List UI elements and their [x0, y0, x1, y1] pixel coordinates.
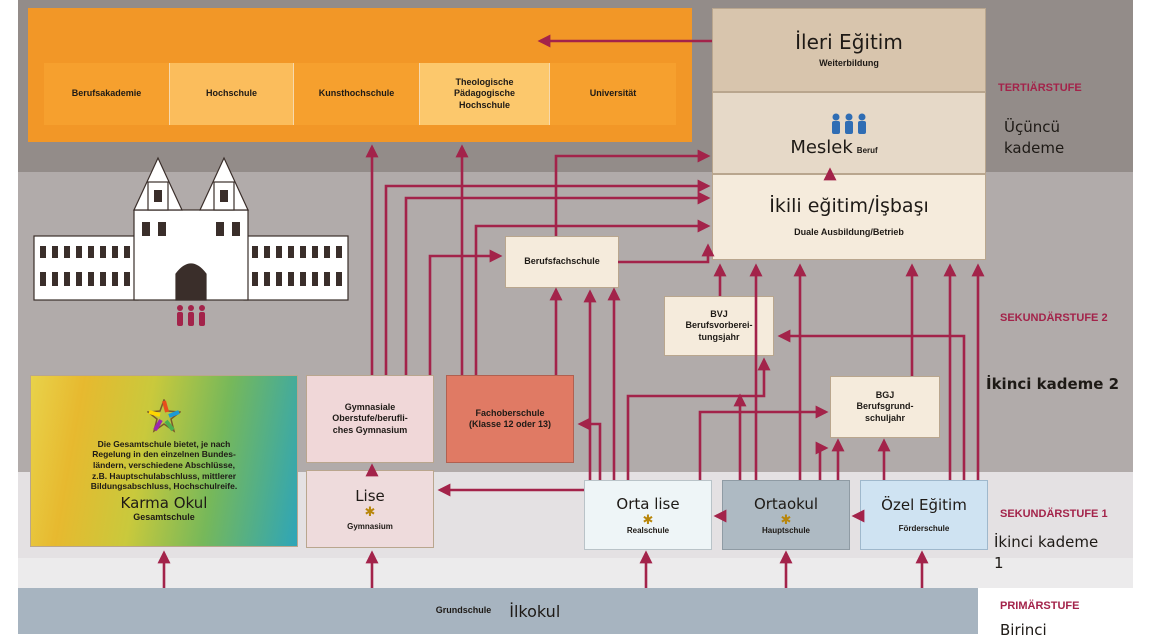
secondary1-level-label: SEKUNDÄRSTUFE 1 [1000, 508, 1108, 520]
hochschule-cell: Hochschule [170, 63, 294, 125]
berufsakademie-cell: Berufsakademie [44, 63, 170, 125]
secondary1-level-label-tr: İkinci kademe 1 [994, 533, 1099, 572]
further-education-box: İleri Eğitim Weiterbildung [712, 8, 986, 92]
primary-school-label-tr: İlkokul [509, 601, 561, 621]
comprehensive-school-subtitle: Gesamtschule [133, 511, 195, 522]
berufsfachschule-box: Berufsfachschule [505, 236, 619, 288]
secondary2-level-label: SEKUNDÄRSTUFE 2 [1000, 312, 1108, 324]
profession-title: Meslek [790, 136, 853, 158]
primary-level-label-tr: Birinci [1000, 621, 1047, 639]
star-icon: ✱ [780, 511, 792, 527]
dual-training-subtitle: Duale Ausbildung/Betrieb [794, 227, 904, 238]
comprehensive-school-title: Karma Okul [120, 493, 208, 512]
university-building-illustration [33, 156, 349, 326]
gymnasiale-oberstufe-box: Gymnasiale Oberstufe/berufli- ches Gymna… [306, 375, 434, 463]
dual-training-title: İkili eğitim/İşbaşı [769, 195, 929, 218]
people-icon [832, 113, 866, 134]
primary-level-label: PRIMÄRSTUFE [1000, 600, 1080, 612]
dual-training-box: İkili eğitim/İşbaşı Duale Ausbildung/Bet… [712, 174, 986, 260]
star-logo-icon [147, 398, 181, 433]
gap-band [18, 558, 1133, 588]
fachoberschule-box: Fachoberschule (Klasse 12 oder 13) [446, 375, 574, 463]
primary-band: Grundschule İlkokul [18, 588, 978, 634]
tertiary-level-label: TERTIÄRSTUFE [998, 82, 1082, 94]
further-education-subtitle: Weiterbildung [819, 58, 879, 69]
theologische-hochschule-cell: Theologische Pädagogische Hochschule [420, 63, 550, 125]
realschule-box: Orta lise ✱ Realschule [584, 480, 712, 550]
comprehensive-school-box: Die Gesamtschule bietet, je nach Regelun… [30, 375, 298, 547]
hauptschule-box: Ortaokul ✱ Hauptschule [722, 480, 850, 550]
profession-subtitle: Beruf [856, 145, 878, 155]
primary-school-label-de: Grundschule [435, 605, 492, 616]
star-icon: ✱ [364, 503, 376, 519]
tertiary-level-label-tr: Üçüncü kademe [1004, 118, 1065, 157]
bgj-box: BGJ Berufsgrund- schuljahr [830, 376, 940, 438]
foerderschule-box: Özel Eğitim Förderschule [860, 480, 988, 550]
secondary2-level-label-tr: İkinci kademe 2 [986, 375, 1120, 393]
comprehensive-school-description: Die Gesamtschule bietet, je nach Regelun… [90, 438, 238, 492]
star-icon: ✱ [642, 511, 654, 527]
universitaet-cell: Universität [550, 63, 676, 125]
profession-box: Meslek Beruf [712, 92, 986, 174]
gymnasium-box: Lise ✱ Gymnasium [306, 470, 434, 548]
kunsthochschule-cell: Kunsthochschule [294, 63, 420, 125]
further-education-title: İleri Eğitim [795, 30, 903, 55]
